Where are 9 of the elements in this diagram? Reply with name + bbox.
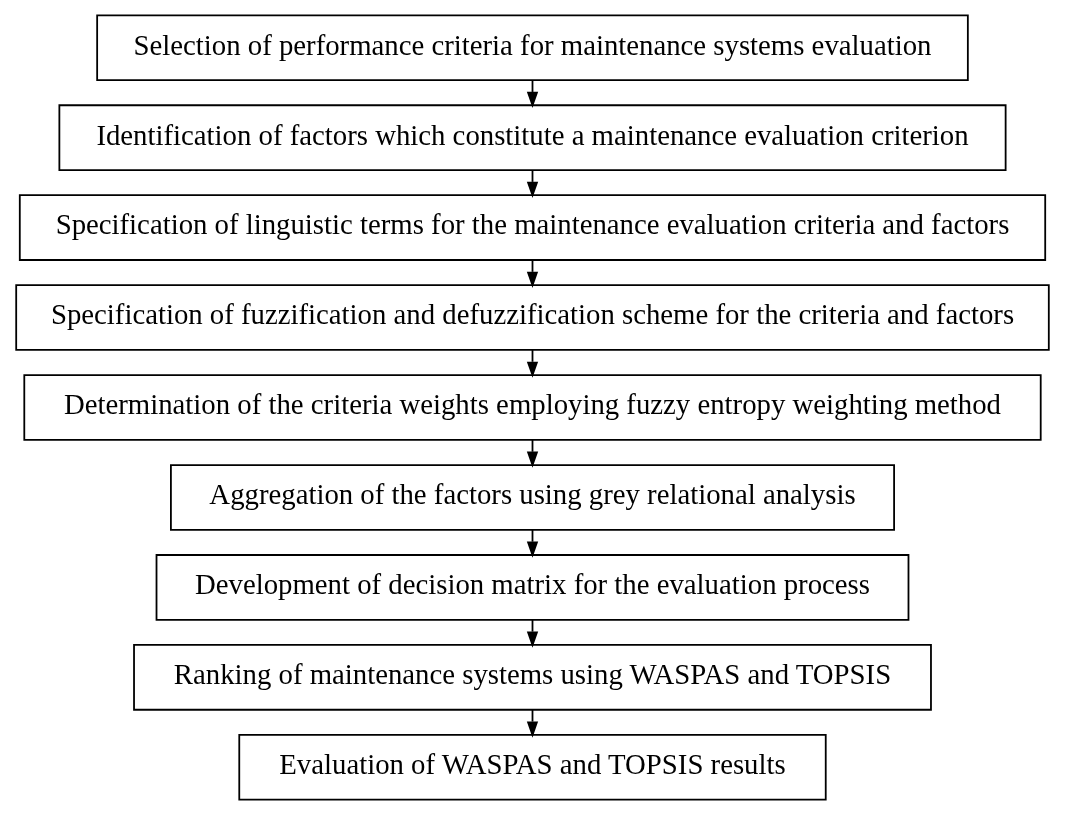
node-box: Specification of linguistic terms for the maintenance evaluation criteria and factors — [18, 194, 1047, 261]
node-box: Evaluation of WASPAS and TOPSIS results — [238, 734, 827, 801]
node-box: Specification of fuzzification and defuzzification scheme for the criteria and factors — [15, 284, 1050, 351]
node-box: Identification of factors which constitute a maintenance evaluation criterion — [58, 104, 1007, 171]
node-box: Selection of performance criteria for maintenance systems evaluation — [96, 14, 969, 81]
node-box: Ranking of maintenance systems using WASPAS and TOPSIS — [133, 644, 932, 711]
node-box: Determination of the criteria weights employing fuzzy entropy weighting method — [23, 374, 1042, 441]
node-box: Aggregation of the factors using grey relational analysis — [170, 464, 895, 531]
node-box: Development of decision matrix for the evaluation process — [155, 554, 910, 621]
